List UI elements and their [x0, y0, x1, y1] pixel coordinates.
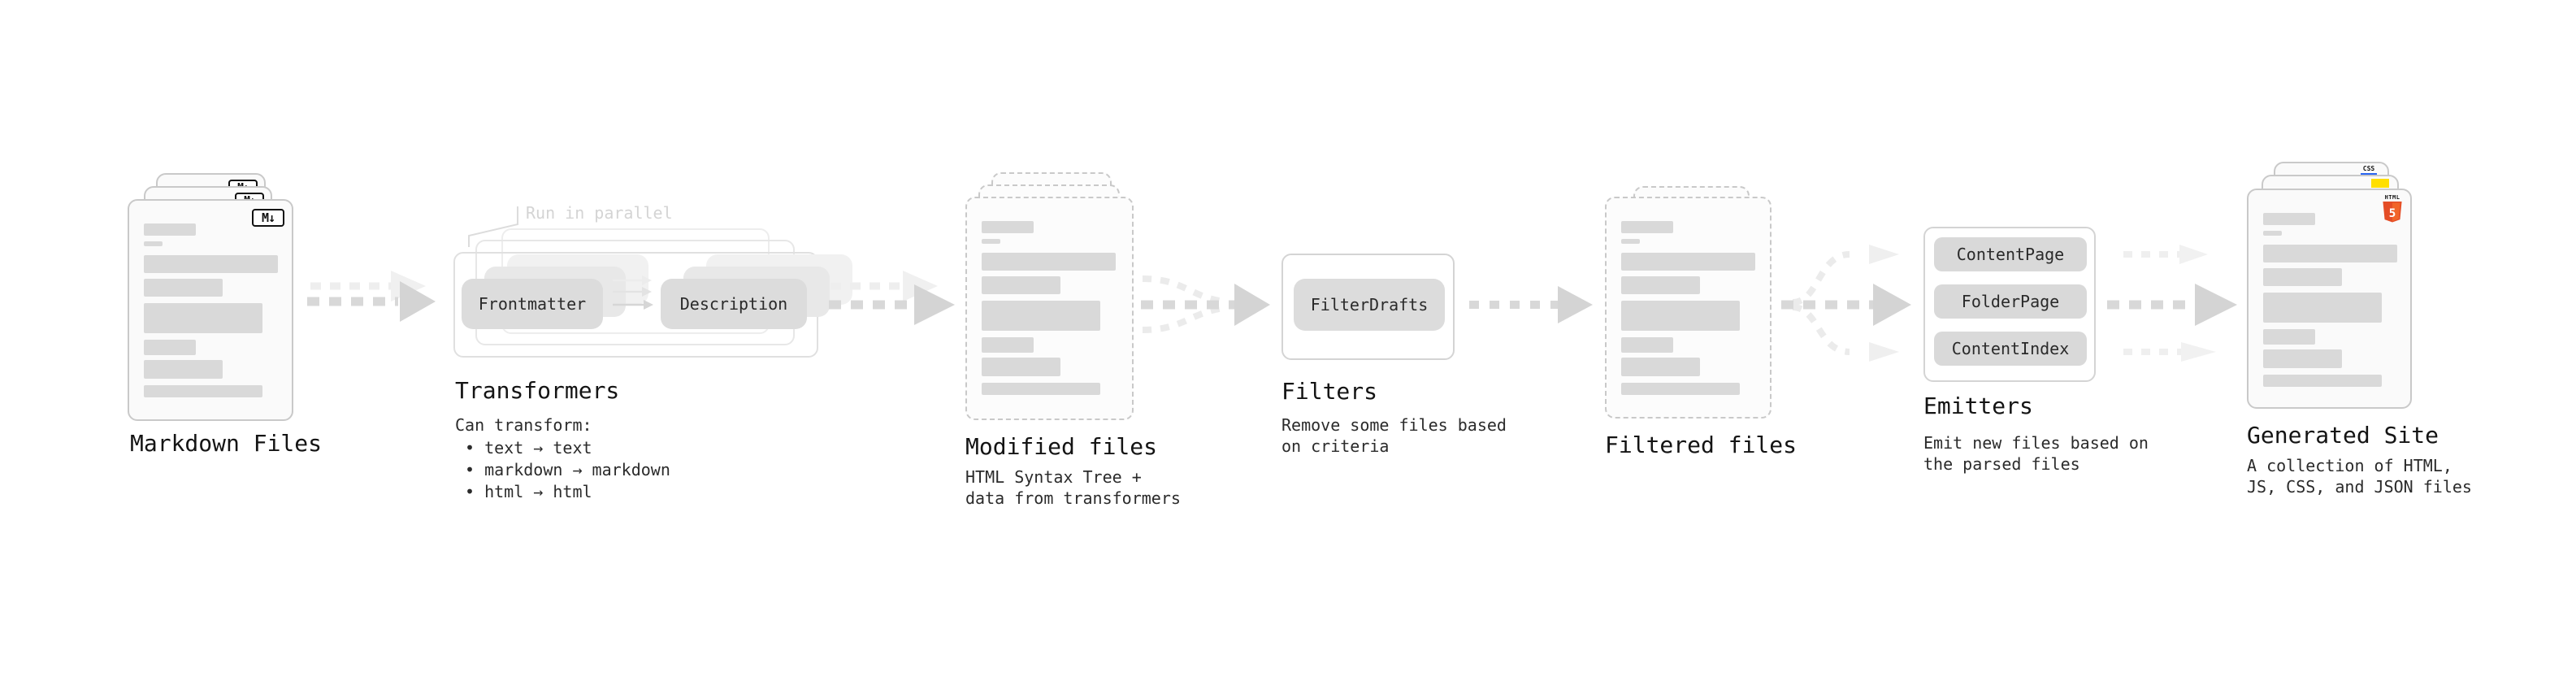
stage-title-filters: Filters: [1281, 378, 1378, 405]
skeleton-bar: [144, 241, 163, 246]
skeleton-bar: [144, 340, 196, 355]
skeleton-bar: [144, 223, 196, 236]
bullet-item: • html → html: [465, 482, 592, 501]
frontmatter-pill: Frontmatter: [462, 279, 603, 329]
contentpage-pill: ContentPage: [1934, 237, 2087, 271]
modified-desc: HTML Syntax Tree + data from transformer…: [965, 467, 1181, 508]
skeleton-bar: [1621, 358, 1700, 376]
skeleton-bar: [144, 255, 278, 273]
stage-title-markdown: Markdown Files: [130, 430, 323, 457]
skeleton-bar: [2263, 268, 2342, 286]
run-in-parallel-leader-line: [468, 206, 518, 247]
skeleton-bar: [2263, 349, 2342, 368]
generated-desc: A collection of HTML, JS, CSS, and JSON …: [2247, 456, 2472, 497]
skeleton-bar: [144, 279, 223, 297]
svg-text:5: 5: [2389, 207, 2396, 220]
flow-arrow-filters-to-filtered: [1469, 286, 1593, 323]
skeleton-bar: [982, 301, 1100, 331]
skeleton-bar: [144, 385, 262, 397]
markdown-icon: M↓: [252, 209, 284, 227]
skeleton-bar: [2263, 293, 2382, 323]
skeleton-bar: [1621, 301, 1740, 331]
stage-title-filtered: Filtered files: [1605, 432, 1798, 458]
skeleton-bar: [1621, 383, 1740, 395]
skeleton-bar: [1621, 239, 1640, 244]
file-card-front: M↓: [128, 199, 293, 421]
skeleton-bar: [982, 337, 1034, 353]
contentindex-pill: ContentIndex: [1934, 332, 2087, 366]
stage-title-emitters: Emitters: [1923, 393, 2033, 419]
file-card-front: HTML 5: [2247, 189, 2412, 409]
flow-arrow-markdown-to-transformers: [307, 271, 436, 322]
skeleton-bar: [982, 358, 1060, 376]
transformers-note: Can transform:: [455, 415, 592, 435]
emitters-desc: Emit new files based on the parsed files: [1923, 433, 2149, 474]
skeleton-bar: [982, 239, 1000, 244]
skeleton-bar: [144, 360, 223, 379]
bullet-item: • text → text: [465, 438, 592, 458]
skeleton-bar: [2263, 375, 2382, 387]
skeleton-bar: [2263, 329, 2315, 345]
filters-desc: Remove some files based on criteria: [1281, 415, 1507, 456]
file-card-front: [1605, 197, 1772, 419]
filters-container: [1281, 254, 1455, 360]
skeleton-bar: [982, 383, 1100, 395]
emitters-container: [1923, 227, 2096, 382]
skeleton-bar: [1621, 253, 1755, 271]
description-pill: Description: [661, 279, 807, 329]
skeleton-bar: [1621, 276, 1700, 294]
folderpage-pill: FolderPage: [1934, 284, 2087, 319]
skeleton-bar: [1621, 337, 1673, 353]
skeleton-bar: [1621, 221, 1673, 233]
html5-icon: HTML 5: [2382, 194, 2403, 223]
flow-arrows-emitters-to-generated: [2107, 245, 2237, 362]
transformers-bullet-list: • text → text • markdown → markdown • ht…: [465, 437, 670, 503]
flow-arrow-transformers-to-modified: [829, 271, 955, 325]
stage-title-generated: Generated Site: [2247, 422, 2439, 449]
flow-arrow-filtered-to-emitters-split: [1781, 245, 1911, 362]
flow-arrow-modified-to-filters-merge: [1141, 275, 1270, 333]
skeleton-bar: [982, 253, 1116, 271]
js-file-icon: [2371, 179, 2389, 188]
run-in-parallel-label: Run in parallel: [526, 203, 673, 223]
skeleton-bar: [144, 303, 262, 333]
skeleton-bar: [2263, 245, 2397, 262]
stage-title-transformers: Transformers: [455, 377, 620, 404]
skeleton-bar: [2263, 213, 2315, 225]
skeleton-bar: [982, 276, 1060, 294]
skeleton-bar: [982, 221, 1034, 233]
skeleton-bar: [2263, 231, 2282, 236]
transformer-inner-arrows: [613, 275, 653, 310]
filterdrafts-pill: FilterDrafts: [1294, 279, 1445, 331]
file-card-front: [965, 197, 1134, 420]
bullet-item: • markdown → markdown: [465, 460, 670, 479]
stage-title-modified: Modified files: [965, 433, 1158, 460]
